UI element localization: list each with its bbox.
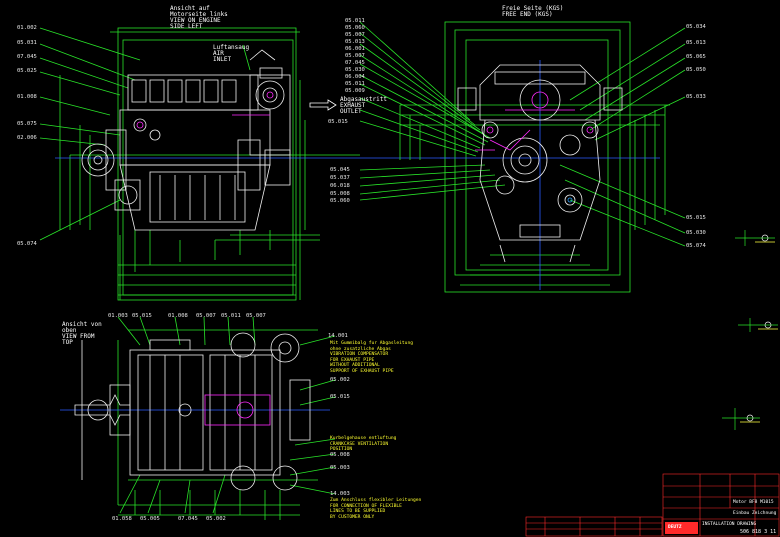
parts-list-grid (525, 516, 663, 537)
label-left-1: 01.002 (17, 25, 37, 31)
title-block-row-2: Einbau Zeichnung (733, 511, 777, 516)
label-center-5: 06.001 (345, 46, 365, 52)
title-block-brand: DEUTZ (668, 525, 682, 530)
label-top-right-1: 05.002 (330, 377, 350, 383)
label-top-2: 05.015 (132, 313, 152, 319)
label-right-1: 05.034 (686, 24, 706, 30)
note-crankcase-ventilation: Kurbelgehause entluftung CRANKCASE VENTI… (330, 436, 397, 453)
label-center-2: 05.060 (345, 25, 365, 31)
label-left-3: 07.045 (17, 54, 37, 60)
label-left-5: 01.008 (17, 94, 37, 100)
label-center-6: 05.007 (345, 53, 365, 59)
label-top-bottom-1: 01.058 (112, 516, 132, 522)
label-top-7: 14.001 (328, 333, 348, 339)
label-top-1: 01.003 (108, 313, 128, 319)
label-top-right-2: 05.015 (330, 394, 350, 400)
label-center-10: 05.011 (345, 81, 365, 87)
label-center-17: 05.060 (330, 198, 350, 204)
label-top-4: 05.007 (196, 313, 216, 319)
label-right-3: 05.065 (686, 54, 706, 60)
label-center-4: 05.013 (345, 39, 365, 45)
label-top-5: 05.011 (221, 313, 241, 319)
free-end-view-title: Freie Seite (KGS)FREE END (KGS) (502, 5, 564, 18)
title-block-grid (662, 473, 780, 537)
title-block-row-1: Motor BF8 M1015 (733, 500, 774, 505)
label-top-3: 01.008 (168, 313, 188, 319)
label-top-right-5: 14.003 (330, 491, 350, 497)
label-center-3: 05.007 (345, 32, 365, 38)
label-right-8: 05.074 (686, 243, 706, 249)
label-center-1: 05.011 (345, 18, 365, 24)
label-right-5: 05.033 (686, 94, 706, 100)
title-block-drawing-number: 506 818 3 11 (740, 529, 777, 535)
label-right-7: 05.030 (686, 230, 706, 236)
label-center-14: 05.037 (330, 175, 350, 181)
label-center-13: 05.045 (330, 167, 350, 173)
note-exhaust-compensator: Mit Gummibalg fur Abgasleitung ohne zusa… (330, 341, 413, 374)
label-top-6: 05.007 (246, 313, 266, 319)
top-view (60, 316, 336, 520)
label-center-9: 06.004 (345, 74, 365, 80)
title-block-row-3: INSTALLATION DRAWING (702, 522, 757, 527)
detail-symbols (722, 230, 778, 430)
label-left-7: 02.006 (17, 135, 37, 141)
label-left-2: 05.031 (17, 40, 37, 46)
label-left-8: 05.074 (17, 241, 37, 247)
label-center-15: 06.018 (330, 183, 350, 189)
label-right-2: 05.013 (686, 40, 706, 46)
label-top-right-4: 05.003 (330, 465, 350, 471)
label-center-16: 05.008 (330, 191, 350, 197)
label-left-6: 05.075 (17, 121, 37, 127)
label-left-4: 05.025 (17, 68, 37, 74)
label-center-7: 07.045 (345, 60, 365, 66)
title-block-logo (665, 522, 698, 534)
label-right-4: 05.050 (686, 67, 706, 73)
label-top-right-3: 05.008 (330, 452, 350, 458)
left-side-view (39, 27, 450, 301)
label-center-12: 05.015 (328, 119, 348, 125)
label-top-bottom-2: 05.005 (140, 516, 160, 522)
label-right-6: 05.015 (686, 215, 706, 221)
label-center-11: 05.009 (345, 88, 365, 94)
label-center-8: 05.030 (345, 67, 365, 73)
note-flexible-lines: Zum Anschluss flexibler Leitungen FOR CO… (330, 498, 422, 520)
label-top-bottom-3: 07.045 (178, 516, 198, 522)
label-top-bottom-4: 05.002 (206, 516, 226, 522)
free-end-view (359, 21, 686, 293)
